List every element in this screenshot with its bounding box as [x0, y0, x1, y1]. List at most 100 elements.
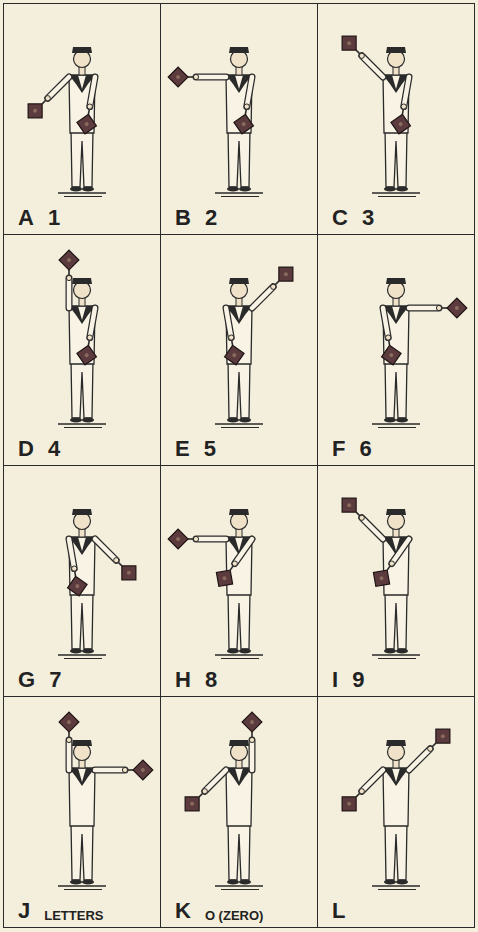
- sailor-figure: [372, 278, 467, 428]
- arm-outline: [235, 539, 252, 564]
- flag-spot: [140, 767, 146, 773]
- hand: [232, 561, 237, 566]
- semaphore-flag: [68, 576, 87, 595]
- ground-line: [58, 423, 106, 425]
- semaphore-panel: F6: [317, 234, 475, 466]
- flag-cloth: [77, 345, 96, 364]
- trousers: [71, 129, 93, 187]
- semaphore-panel: A1: [3, 3, 161, 235]
- flag-spot: [75, 583, 81, 589]
- flag-cloth: [242, 712, 262, 732]
- signal-letter: K: [175, 900, 191, 922]
- signal-meaning: 8: [205, 669, 217, 691]
- hand: [122, 767, 127, 772]
- flag-cloth: [342, 498, 356, 512]
- head: [388, 513, 405, 530]
- ground-line: [58, 192, 106, 194]
- sailor-cap: [229, 740, 249, 746]
- arm-outline: [226, 308, 231, 338]
- hand: [193, 536, 198, 541]
- semaphore-flag: [447, 298, 467, 318]
- hand: [66, 737, 71, 742]
- flag-spot: [347, 802, 351, 806]
- collar: [383, 768, 409, 786]
- hand: [45, 96, 50, 101]
- flag-cloth: [28, 104, 42, 118]
- sailor-cap: [386, 509, 406, 515]
- flag-cloth: [391, 114, 410, 133]
- head: [231, 282, 248, 299]
- semaphore-flag: [122, 566, 136, 580]
- signal-meaning: 3: [362, 207, 374, 229]
- head: [231, 513, 248, 530]
- shoe: [227, 880, 239, 885]
- sailor-figure: [342, 498, 420, 658]
- flag-cloth: [59, 712, 79, 732]
- shoe: [82, 649, 94, 654]
- semaphore-flag: [77, 114, 96, 133]
- semaphore-flag: [342, 797, 356, 811]
- semaphore-flag: [342, 36, 356, 50]
- semaphore-flag: [242, 712, 262, 732]
- semaphore-panel: JLETTERS: [3, 696, 161, 928]
- shoe: [384, 187, 396, 192]
- flag-spot: [284, 272, 288, 276]
- semaphore-flag: [28, 104, 42, 118]
- shoe: [82, 880, 94, 885]
- flag-spot: [33, 109, 37, 113]
- flag-cloth: [122, 566, 136, 580]
- flag-spot: [66, 719, 72, 725]
- shoe: [239, 649, 251, 654]
- flag-spot: [379, 576, 384, 581]
- flag-cloth: [447, 298, 467, 318]
- hand: [244, 104, 249, 109]
- arm-outline: [95, 539, 116, 560]
- sailor-cap: [72, 47, 92, 53]
- arm-outline: [196, 536, 226, 543]
- sleeve: [205, 770, 226, 791]
- arm-outline: [409, 749, 430, 770]
- head: [231, 744, 248, 761]
- trousers: [228, 129, 250, 187]
- hand: [66, 275, 71, 280]
- trousers: [385, 591, 407, 649]
- signal-meaning: 2: [205, 207, 217, 229]
- trousers: [71, 591, 93, 649]
- head: [231, 51, 248, 68]
- sailor-figure: [168, 509, 263, 659]
- signal-letter: D: [18, 438, 34, 460]
- trousers: [228, 822, 250, 880]
- arm-outline: [196, 74, 226, 81]
- ground-line: [215, 192, 263, 194]
- trousers: [385, 822, 407, 880]
- sleeve: [362, 56, 383, 77]
- flag-spot: [347, 503, 351, 507]
- arm-outline: [66, 740, 73, 770]
- ground-line: [372, 654, 420, 656]
- flag-cloth: [279, 267, 293, 281]
- trousers: [385, 129, 407, 187]
- trousers: [71, 822, 93, 880]
- shoe: [396, 880, 408, 885]
- sailor-figure: [28, 47, 106, 197]
- ground-line: [221, 196, 259, 197]
- shoe: [239, 418, 251, 423]
- shoe: [70, 649, 82, 654]
- ground-line: [215, 885, 263, 887]
- trousers: [228, 591, 250, 649]
- ground-line: [378, 196, 416, 197]
- arm-outline: [247, 77, 252, 107]
- sailor-figure: [168, 47, 263, 197]
- signal-meaning: 5: [204, 438, 216, 460]
- shoe: [227, 418, 239, 423]
- shoe: [227, 187, 239, 192]
- signal-letter: E: [175, 438, 190, 460]
- semaphore-panel: L: [317, 696, 475, 928]
- jumper: [226, 537, 252, 595]
- sailor-cap: [72, 278, 92, 284]
- flag-spot: [441, 734, 445, 738]
- sleeve: [196, 537, 226, 542]
